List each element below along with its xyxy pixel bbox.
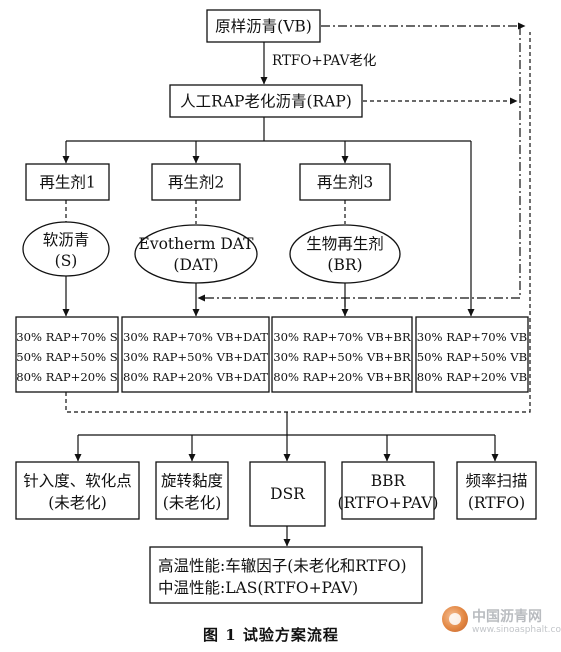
blend-dat-1: 30% RAP+70% VB+DAT <box>123 330 268 344</box>
blend-s-3: 80% RAP+20% S <box>16 370 118 384</box>
figure-caption: 图 1 试验方案流程 <box>203 626 339 644</box>
bbr-label: BBR <box>371 472 407 490</box>
rotational-viscosity-condition: (未老化) <box>163 494 222 512</box>
dsr-label: DSR <box>270 485 306 503</box>
blend-br-1: 30% RAP+70% VB+BR <box>273 330 411 344</box>
blend-br-2: 30% RAP+50% VB+BR <box>273 350 411 364</box>
bbr-box <box>341 461 435 520</box>
soft-asphalt-label: 软沥青 <box>43 231 90 249</box>
high-temp-performance: 高温性能:车辙因子(未老化和RTFO) <box>158 557 407 575</box>
dsr-box <box>249 461 326 527</box>
rotational-viscosity-box <box>155 461 229 520</box>
vb-label: 原样沥青(VB) <box>215 18 312 36</box>
evotherm-label: Evotherm DAT <box>139 235 255 253</box>
blend-s-2: 50% RAP+50% S <box>16 350 118 364</box>
bio-rejuvenator-label: 生物再生剂 <box>306 235 384 253</box>
blend-vb-1: 30% RAP+70% VB <box>417 330 527 344</box>
blend-br-3: 80% RAP+20% VB+BR <box>273 370 411 384</box>
bio-rejuvenator-code: (BR) <box>327 256 362 274</box>
blend-box-vb <box>415 316 529 393</box>
blend-dat-3: 80% RAP+20% VB+DAT <box>123 370 268 384</box>
solid-connectors <box>62 42 499 547</box>
blend-box-s <box>15 316 119 393</box>
rej1-box <box>25 163 110 201</box>
rap-label: 人工RAP老化沥青(RAP) <box>180 93 352 111</box>
dashdot-connectors <box>197 22 526 316</box>
blend-vb-3: 80% RAP+20% VB <box>417 370 527 384</box>
frequency-sweep-box <box>456 461 537 520</box>
rotational-viscosity-label: 旋转黏度 <box>161 472 223 490</box>
dashed-connectors <box>65 32 531 413</box>
pen-softening-condition: (未老化) <box>48 494 107 512</box>
blend-dat-2: 30% RAP+50% VB+DAT <box>123 350 268 364</box>
frequency-sweep-condition: (RTFO) <box>468 494 525 512</box>
soft-asphalt-ellipse <box>22 221 110 277</box>
performance-box <box>149 546 423 604</box>
bio-rejuvenator-ellipse <box>289 224 401 284</box>
frequency-sweep-label: 频率扫描 <box>465 472 527 490</box>
rej2-label: 再生剂2 <box>168 174 224 192</box>
evotherm-ellipse <box>134 224 258 284</box>
blend-box-dat <box>121 316 270 393</box>
rej3-box <box>299 163 391 201</box>
bbr-condition: (RTFO+PAV) <box>338 494 439 512</box>
mid-temp-performance: 中温性能:LAS(RTFO+PAV) <box>158 579 358 597</box>
pen-softening-box <box>15 461 140 520</box>
rej2-box <box>151 163 241 201</box>
blend-box-br <box>271 316 413 393</box>
watermark-title: 中国沥青网 <box>472 609 542 625</box>
blend-s-1: 30% RAP+70% S <box>16 330 118 344</box>
watermark-url: www.sinoasphalt.com <box>472 625 561 635</box>
evotherm-code: (DAT) <box>173 256 218 274</box>
rap-box <box>169 84 363 118</box>
blend-vb-2: 50% RAP+50% VB <box>417 350 527 364</box>
vb-box <box>206 9 321 43</box>
dash-blends-collector <box>65 32 531 413</box>
rej1-label: 再生剂1 <box>39 174 95 192</box>
watermark: 中国沥青网 www.sinoasphalt.com <box>442 604 561 642</box>
aging-label: RTFO+PAV老化 <box>272 53 376 69</box>
pen-softening-label: 针入度、软化点 <box>23 472 132 490</box>
soft-asphalt-code: (S) <box>55 252 78 270</box>
sinoasphalt-logo-icon <box>442 606 468 632</box>
rej3-label: 再生剂3 <box>317 174 373 192</box>
